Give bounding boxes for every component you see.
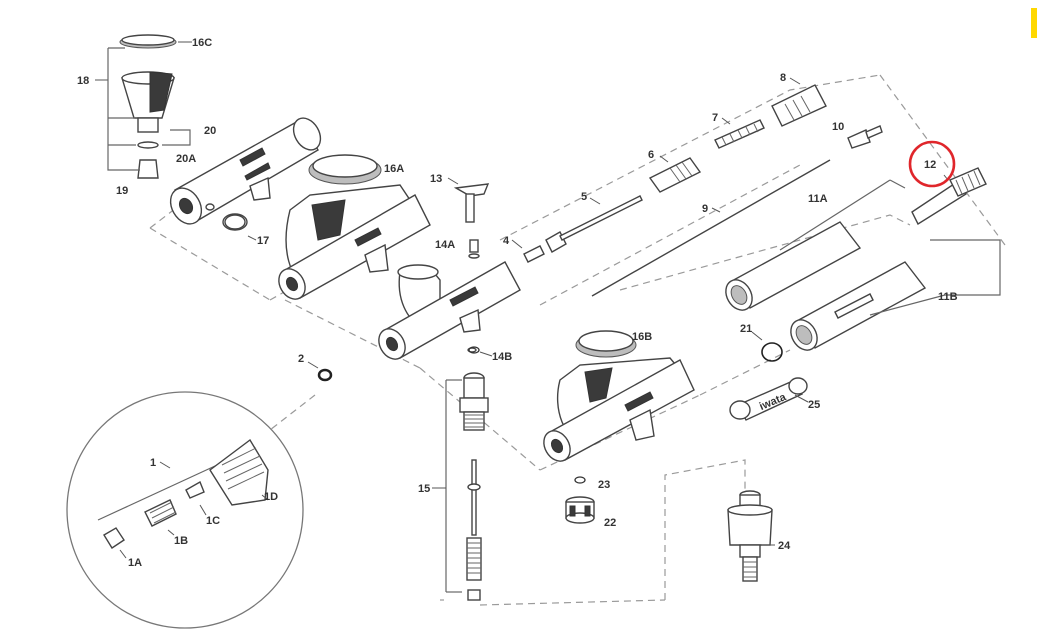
label-17: 17	[257, 235, 269, 247]
part-7-spring	[714, 117, 765, 149]
label-1C: 1C	[206, 515, 220, 527]
label-15: 15	[418, 483, 430, 495]
part-1D-head	[209, 438, 269, 506]
edge-accent-mark	[1031, 8, 1037, 38]
label-8: 8	[780, 72, 786, 84]
label-16A: 16A	[384, 163, 404, 175]
airbrush-body-sidefeed	[378, 261, 521, 360]
label-25: 25	[808, 399, 820, 411]
part-1C-tip	[185, 480, 207, 516]
part-9-needle	[591, 159, 831, 297]
label-7: 7	[712, 112, 718, 124]
part-22-fitting	[565, 496, 595, 524]
label-16B: 16B	[632, 331, 652, 343]
label-21: 21	[740, 323, 752, 335]
label-19: 19	[116, 185, 128, 197]
label-14A: 14A	[435, 239, 455, 251]
part-15-valve-assembly	[432, 372, 489, 601]
label-18: 18	[77, 75, 89, 87]
label-23: 23	[598, 479, 610, 491]
label-9: 9	[702, 203, 708, 215]
label-11B: 11B	[938, 291, 958, 303]
part-labels: 16C 18 20 20A 19 17 16A 13 14A 4 5 6 7 8…	[77, 37, 958, 569]
label-1A: 1A	[128, 557, 142, 569]
part-18-cup-assembly	[95, 34, 192, 179]
part-11A-handle	[725, 179, 906, 311]
part-11B-handle	[790, 239, 1001, 351]
label-4: 4	[503, 235, 510, 247]
part-2-oring	[307, 361, 333, 382]
label-13: 13	[430, 173, 442, 185]
airbrush-body-siphon	[169, 117, 322, 241]
highlight-circle	[908, 140, 956, 188]
label-1B: 1B	[174, 535, 188, 547]
label-11A: 11A	[808, 193, 828, 205]
part-6-chucking-guide	[648, 155, 702, 193]
airbrush-body-gravity-16A	[278, 154, 431, 300]
part-8-spring-guide	[771, 77, 827, 127]
part-21-ring	[751, 331, 783, 362]
label-1D: 1D	[264, 491, 278, 503]
label-24: 24	[778, 540, 791, 552]
part-16B-body	[543, 330, 695, 462]
label-6: 6	[648, 149, 654, 161]
label-5: 5	[581, 191, 587, 203]
part-12-needle-stop	[911, 167, 987, 226]
part-10-nut	[847, 125, 883, 149]
label-2: 2	[298, 353, 304, 365]
label-10: 10	[832, 121, 844, 133]
part-14B-oring	[468, 346, 493, 357]
label-12: 12	[924, 159, 936, 171]
label-20: 20	[204, 125, 216, 137]
part-4-guide	[511, 239, 545, 263]
part-13-trigger	[447, 177, 490, 223]
label-1: 1	[150, 457, 156, 469]
part-14A-valve	[468, 239, 480, 259]
part-25-wrench: iwata	[729, 377, 809, 421]
part-5-needle-chucking	[545, 195, 643, 253]
part-23-oring	[574, 476, 586, 484]
label-20A: 20A	[176, 153, 196, 165]
part-17-screw	[224, 214, 246, 230]
part-1B-cap	[144, 499, 177, 536]
inset-nozzle-detail	[66, 391, 304, 629]
part-1A-nozzle	[103, 527, 127, 559]
label-16C: 16C	[192, 37, 212, 49]
label-14B: 14B	[492, 351, 512, 363]
label-22: 22	[604, 517, 616, 529]
part-24-air-valve	[727, 490, 775, 582]
